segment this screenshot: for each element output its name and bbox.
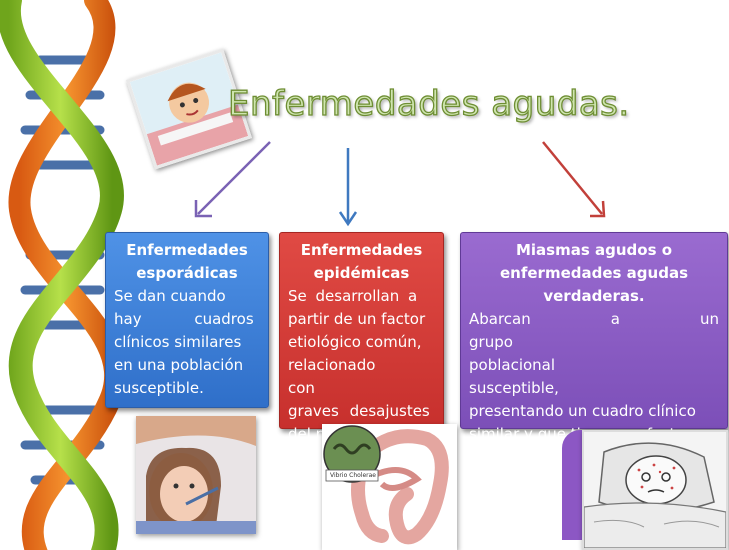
body-line: en una población — [114, 356, 244, 374]
box-acute-miasms: Miasmas agudos o enfermedades agudas ver… — [460, 232, 728, 466]
box-heading: Enfermedades esporádicas — [114, 239, 260, 285]
vibrio-caption: Vibrio Cholerae — [329, 472, 377, 479]
body-line: poblacional susceptible, — [469, 356, 559, 397]
heading-line: Miasmas agudos o — [515, 241, 673, 259]
intestine-illustration: Vibrio Cholerae — [322, 424, 457, 550]
box-body: Se dan cuando hay cuadros clínicos simil… — [114, 285, 260, 400]
arrow-left — [194, 141, 271, 218]
body-line: Se desarrollan a — [288, 287, 418, 305]
arrow-right — [542, 141, 606, 218]
heading-line: Enfermedades — [300, 241, 423, 259]
body-line: graves desajustes — [288, 402, 430, 420]
heading-line: verdaderas. — [543, 287, 645, 305]
heading-line: enfermedades agudas — [500, 264, 688, 282]
heading-line: esporádicas — [136, 264, 238, 282]
body-line: Se dan cuando — [114, 287, 226, 305]
box-epidemic-diseases: Enfermedades epidémicas Se desarrollan a… — [279, 232, 444, 443]
box-body: Se desarrollan a partir de un factor eti… — [288, 285, 435, 446]
body-line: susceptible. — [114, 379, 204, 397]
body-line: Abarcan a un grupo — [469, 310, 719, 351]
box-heading: Miasmas agudos o enfermedades agudas ver… — [469, 239, 719, 308]
sick-child-thermometer-photo — [136, 416, 256, 534]
body-line-text: hay cuadros — [114, 310, 254, 328]
sick-child-cartoon-image — [125, 48, 253, 170]
slide-title: Enfermedades agudas. — [227, 83, 630, 124]
heading-line: epidémicas — [313, 264, 410, 282]
sick-child-sketch-image — [582, 430, 728, 550]
dna-helix-illustration — [0, 0, 127, 550]
body-line: presentando un cuadro clínico — [469, 402, 696, 420]
heading-line: Enfermedades — [126, 241, 248, 259]
body-line: clínicos similares — [114, 333, 242, 351]
body-line: partir de un factor — [288, 310, 426, 328]
box-heading: Enfermedades epidémicas — [288, 239, 435, 285]
body-line: hay cuadros — [114, 308, 260, 331]
arrow-middle — [338, 148, 358, 227]
body-line: etiológico común, — [288, 333, 422, 351]
box-sporadic-diseases: Enfermedades esporádicas Se dan cuando h… — [105, 232, 269, 408]
body-line: relacionado con — [288, 356, 376, 397]
